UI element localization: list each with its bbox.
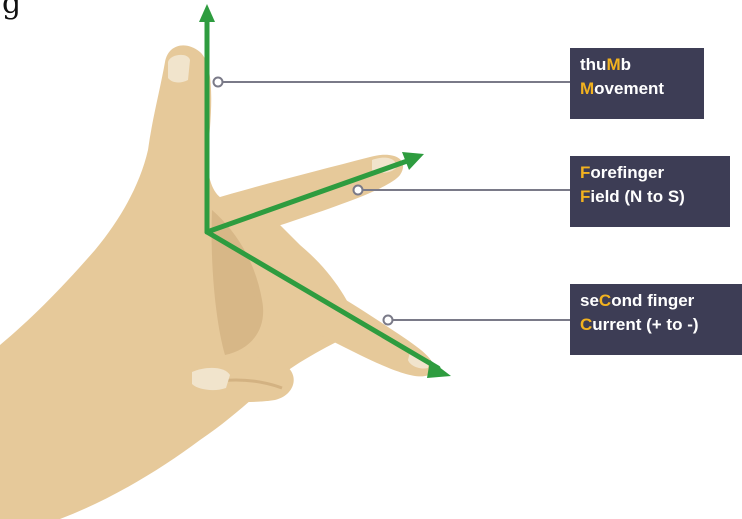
label-line-1: thuMb [580, 53, 694, 77]
label-highlight: F [580, 163, 590, 182]
movement-arrowhead [199, 4, 215, 22]
forefinger-field-label: Forefinger Field (N to S) [570, 156, 730, 227]
second-finger-current-label: seCond finger Current (+ to -) [570, 284, 742, 355]
curled-nail [192, 368, 230, 390]
label-text: urrent (+ to -) [592, 315, 698, 334]
label-line-2: Movement [580, 77, 694, 101]
second-leader-dot [384, 316, 393, 325]
label-highlight: C [599, 291, 611, 310]
label-text: ovement [594, 79, 664, 98]
label-text: thu [580, 55, 606, 74]
thumb-movement-label: thuMb Movement [570, 48, 704, 119]
label-text: orefinger [590, 163, 664, 182]
label-line-2: Current (+ to -) [580, 313, 732, 337]
thumb-leader-dot [214, 78, 223, 87]
label-text: ield (N to S) [590, 187, 684, 206]
thumb-nail [168, 55, 190, 83]
label-text: ond finger [611, 291, 694, 310]
label-line-2: Field (N to S) [580, 185, 720, 209]
label-line-1: seCond finger [580, 289, 732, 313]
label-highlight: F [580, 187, 590, 206]
label-highlight: C [580, 315, 592, 334]
forefinger-leader-dot [354, 186, 363, 195]
label-line-1: Forefinger [580, 161, 720, 185]
label-highlight: M [580, 79, 594, 98]
current-arrowhead [427, 360, 451, 378]
label-text: b [621, 55, 631, 74]
label-highlight: M [606, 55, 620, 74]
label-text: se [580, 291, 599, 310]
